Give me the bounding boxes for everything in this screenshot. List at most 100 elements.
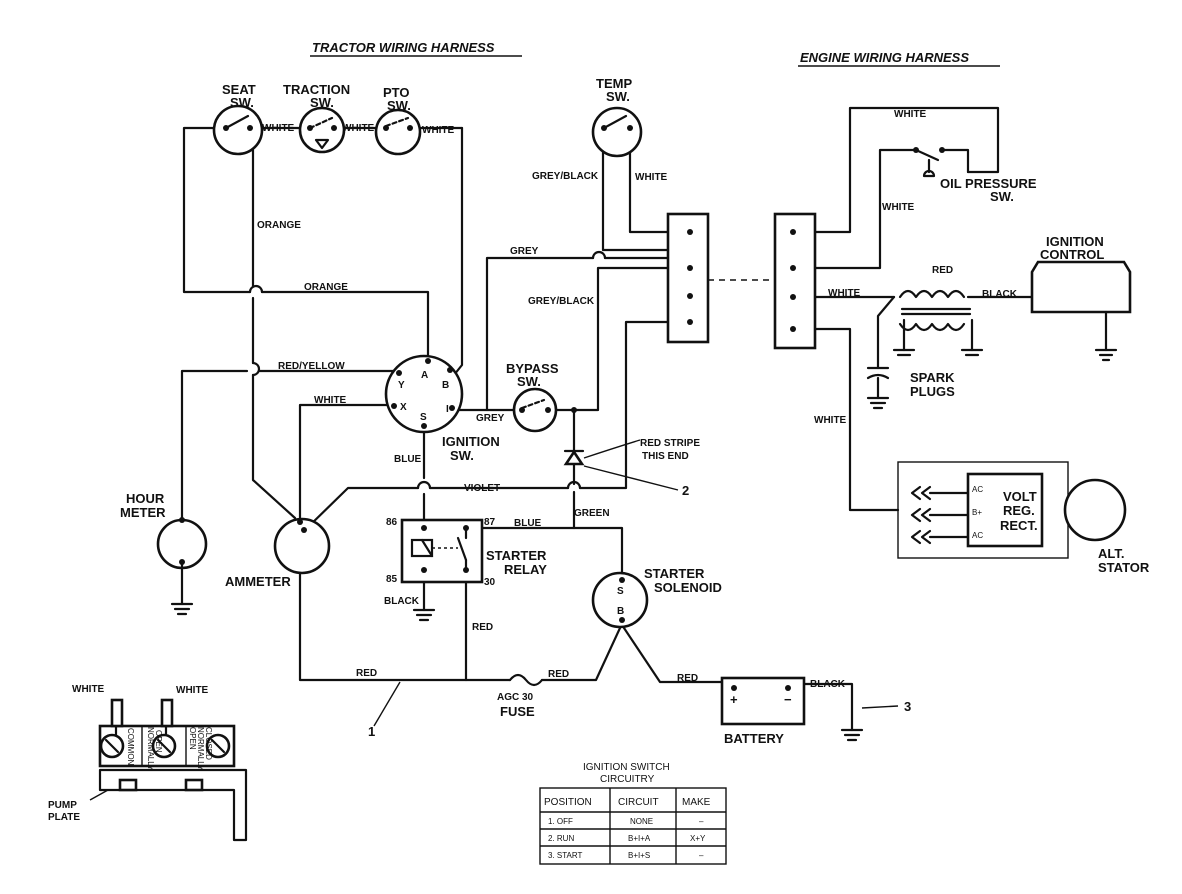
svg-text:OPEN: OPEN — [188, 727, 197, 750]
svg-text:ALT.: ALT. — [1098, 546, 1124, 561]
svg-text:RELAY: RELAY — [504, 562, 547, 577]
svg-text:MAKE: MAKE — [682, 797, 711, 808]
svg-text:3: 3 — [904, 699, 911, 714]
svg-text:B: B — [617, 606, 624, 617]
svg-text:SW.: SW. — [310, 95, 334, 110]
svg-text:B+I+S: B+I+S — [628, 851, 650, 860]
bypass-switch: BYPASS SW. — [506, 361, 559, 433]
tractor-harness-title: TRACTOR WIRING HARNESS — [312, 40, 495, 55]
svg-text:WHITE: WHITE — [422, 125, 455, 136]
svg-text:SW.: SW. — [990, 189, 1014, 204]
svg-text:A: A — [421, 370, 428, 381]
temp-switch: TEMP SW. — [591, 76, 643, 158]
svg-text:S: S — [420, 412, 427, 423]
svg-text:COMMON: COMMON — [126, 728, 135, 766]
fuse: AGC 30 FUSE 1 — [368, 681, 535, 739]
svg-text:CIRCUITRY: CIRCUITRY — [600, 774, 655, 785]
svg-text:BLACK: BLACK — [810, 679, 846, 690]
svg-text:2: 2 — [682, 483, 689, 498]
svg-text:B+: B+ — [972, 508, 982, 517]
svg-text:THIS END: THIS END — [642, 451, 689, 462]
hour-meter: HOUR METER — [120, 491, 208, 616]
svg-text:VIOLET: VIOLET — [464, 483, 500, 494]
svg-text:–: – — [699, 851, 704, 860]
svg-text:WHITE: WHITE — [814, 415, 847, 426]
svg-text:REG.: REG. — [1003, 503, 1035, 518]
tractor-connector — [666, 212, 710, 344]
svg-text:STATOR: STATOR — [1098, 560, 1150, 575]
svg-text:SOLENOID: SOLENOID — [654, 580, 722, 595]
svg-text:–: – — [699, 817, 704, 826]
spark-plug-coils: SPARK PLUGS — [866, 289, 984, 410]
svg-text:RED STRIPE: RED STRIPE — [640, 438, 700, 449]
svg-text:BYPASS: BYPASS — [506, 361, 559, 376]
svg-text:IGNITION: IGNITION — [442, 434, 500, 449]
svg-text:RED: RED — [356, 668, 377, 679]
svg-text:30: 30 — [484, 577, 496, 588]
pump-plate-switch: COMMON NORMALLY OPEN OPEN NORMALLY CLOSE… — [48, 698, 248, 842]
svg-text:RED: RED — [472, 622, 493, 633]
svg-text:PTO: PTO — [383, 85, 410, 100]
svg-text:OIL PRESSURE: OIL PRESSURE — [940, 176, 1037, 191]
svg-text:86: 86 — [386, 517, 398, 528]
svg-text:87: 87 — [484, 517, 496, 528]
svg-text:OPEN: OPEN — [154, 730, 163, 753]
svg-text:HOUR: HOUR — [126, 491, 165, 506]
svg-text:RED: RED — [932, 265, 953, 276]
pto-switch: PTO SW. — [374, 85, 422, 156]
svg-text:NORMALLY: NORMALLY — [196, 727, 205, 771]
svg-text:AGC 30: AGC 30 — [497, 692, 534, 703]
svg-text:PLUGS: PLUGS — [910, 384, 955, 399]
svg-text:WHITE: WHITE — [894, 109, 927, 120]
svg-text:METER: METER — [120, 505, 166, 520]
svg-text:I: I — [446, 404, 449, 415]
seat-switch: SEAT SW. — [212, 82, 264, 156]
engine-harness-title: ENGINE WIRING HARNESS — [800, 50, 969, 65]
wire-labels: WHITE WHITE WHITE ORANGE ORANGE GREY/BLA… — [72, 109, 1018, 696]
svg-text:TEMP: TEMP — [596, 76, 632, 91]
ignition-circuitry-table: IGNITION SWITCH CIRCUITRY POSITION CIRCU… — [539, 762, 727, 865]
svg-text:RED/YELLOW: RED/YELLOW — [278, 361, 345, 372]
svg-text:SPARK: SPARK — [910, 370, 955, 385]
svg-text:CONTROL: CONTROL — [1040, 247, 1104, 262]
svg-text:STARTER: STARTER — [486, 548, 547, 563]
svg-text:NORMALLY: NORMALLY — [146, 727, 155, 771]
tractor-wires — [180, 126, 854, 732]
svg-text:VOLT: VOLT — [1003, 489, 1037, 504]
svg-text:WHITE: WHITE — [72, 684, 105, 695]
svg-text:WHITE: WHITE — [828, 288, 861, 299]
svg-text:Y: Y — [398, 380, 405, 391]
ignition-switch: A B Y X S I IGNITION SW. — [384, 354, 500, 463]
svg-text:SW.: SW. — [230, 95, 254, 110]
svg-text:CIRCUIT: CIRCUIT — [618, 797, 659, 808]
svg-text:1: 1 — [368, 724, 375, 739]
svg-text:SEAT: SEAT — [222, 82, 256, 97]
svg-text:B: B — [442, 380, 449, 391]
svg-text:X+Y: X+Y — [690, 834, 706, 843]
svg-text:3. START: 3. START — [548, 851, 582, 860]
svg-text:GREY/BLACK: GREY/BLACK — [532, 171, 599, 182]
svg-text:SW.: SW. — [387, 98, 411, 113]
svg-text:AMMETER: AMMETER — [225, 574, 291, 589]
svg-text:BLUE: BLUE — [394, 454, 422, 465]
svg-text:1. OFF: 1. OFF — [548, 817, 573, 826]
svg-text:PUMP: PUMP — [48, 800, 77, 811]
svg-text:POSITION: POSITION — [544, 797, 592, 808]
svg-text:BLACK: BLACK — [384, 596, 420, 607]
svg-text:B+I+A: B+I+A — [628, 834, 651, 843]
svg-text:GREY: GREY — [476, 413, 505, 424]
svg-text:WHITE: WHITE — [635, 172, 668, 183]
svg-text:BLUE: BLUE — [514, 518, 542, 529]
alternator-stator: ALT. STATOR — [1063, 478, 1150, 575]
svg-text:SW.: SW. — [517, 374, 541, 389]
svg-text:FUSE: FUSE — [500, 704, 535, 719]
svg-text:NONE: NONE — [630, 817, 653, 826]
svg-text:BLACK: BLACK — [982, 289, 1018, 300]
svg-text:RED: RED — [548, 669, 569, 680]
svg-text:GREY/BLACK: GREY/BLACK — [528, 296, 595, 307]
svg-text:AC: AC — [972, 531, 983, 540]
svg-text:GREY: GREY — [510, 246, 539, 257]
traction-switch: TRACTION SW. — [283, 82, 350, 154]
svg-text:ORANGE: ORANGE — [304, 282, 348, 293]
